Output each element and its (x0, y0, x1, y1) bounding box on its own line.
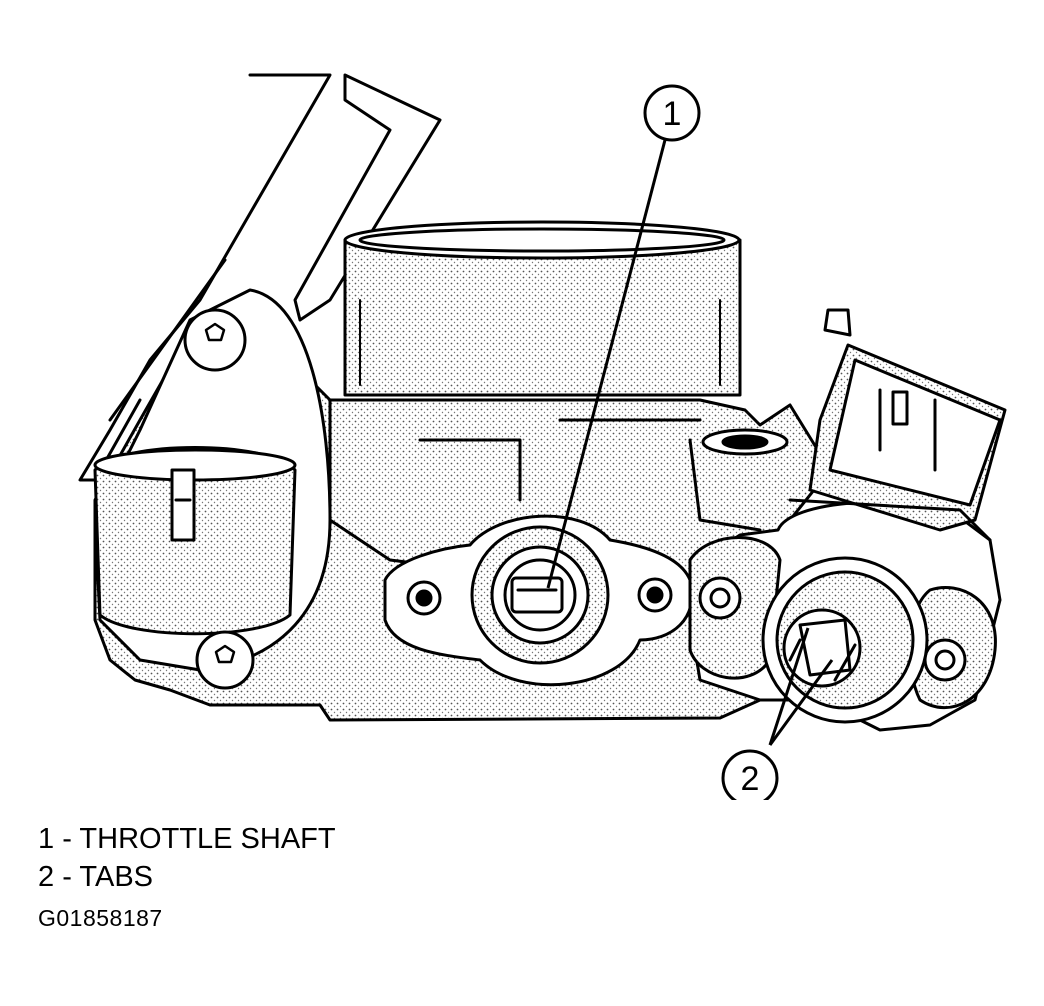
legend-item-separator: - (62, 861, 72, 893)
callout-1-number: 1 (663, 95, 682, 133)
callout-2-leader-a (768, 627, 810, 746)
mounting-bracket (78, 73, 442, 482)
legend-item-separator: - (62, 823, 72, 855)
callout-2-number: 2 (741, 760, 760, 798)
legend-item-text: THROTTLE SHAFT (79, 823, 336, 855)
legend-item-tabs: 2 - TABS (38, 858, 336, 896)
throttle-bore (343, 220, 742, 397)
legend-item-throttle-shaft: 1 - THROTTLE SHAFT (38, 820, 336, 858)
callout-2-circle (721, 749, 779, 800)
legend-item-text: TABS (79, 861, 154, 893)
throttle-shaft-flange (383, 514, 694, 687)
idle-air-control-motor (93, 288, 332, 690)
callout-1-circle (643, 84, 701, 142)
legend-item-number: 1 (38, 823, 55, 855)
callout-2: 2 (721, 627, 834, 800)
vacuum-port (701, 428, 789, 456)
sensor-connector (788, 308, 1007, 542)
legend-item-number: 2 (38, 861, 55, 893)
legend: 1 - THROTTLE SHAFT 2 - TABS (38, 820, 336, 896)
throttle-position-sensor (688, 500, 1002, 732)
callout-2-leader-b (768, 659, 834, 746)
callout-1: 1 (546, 84, 701, 589)
throttle-body-illustration: 1 2 (78, 73, 1007, 800)
callout-1-leader (546, 139, 667, 589)
figure-id: G01858187 (38, 905, 163, 931)
